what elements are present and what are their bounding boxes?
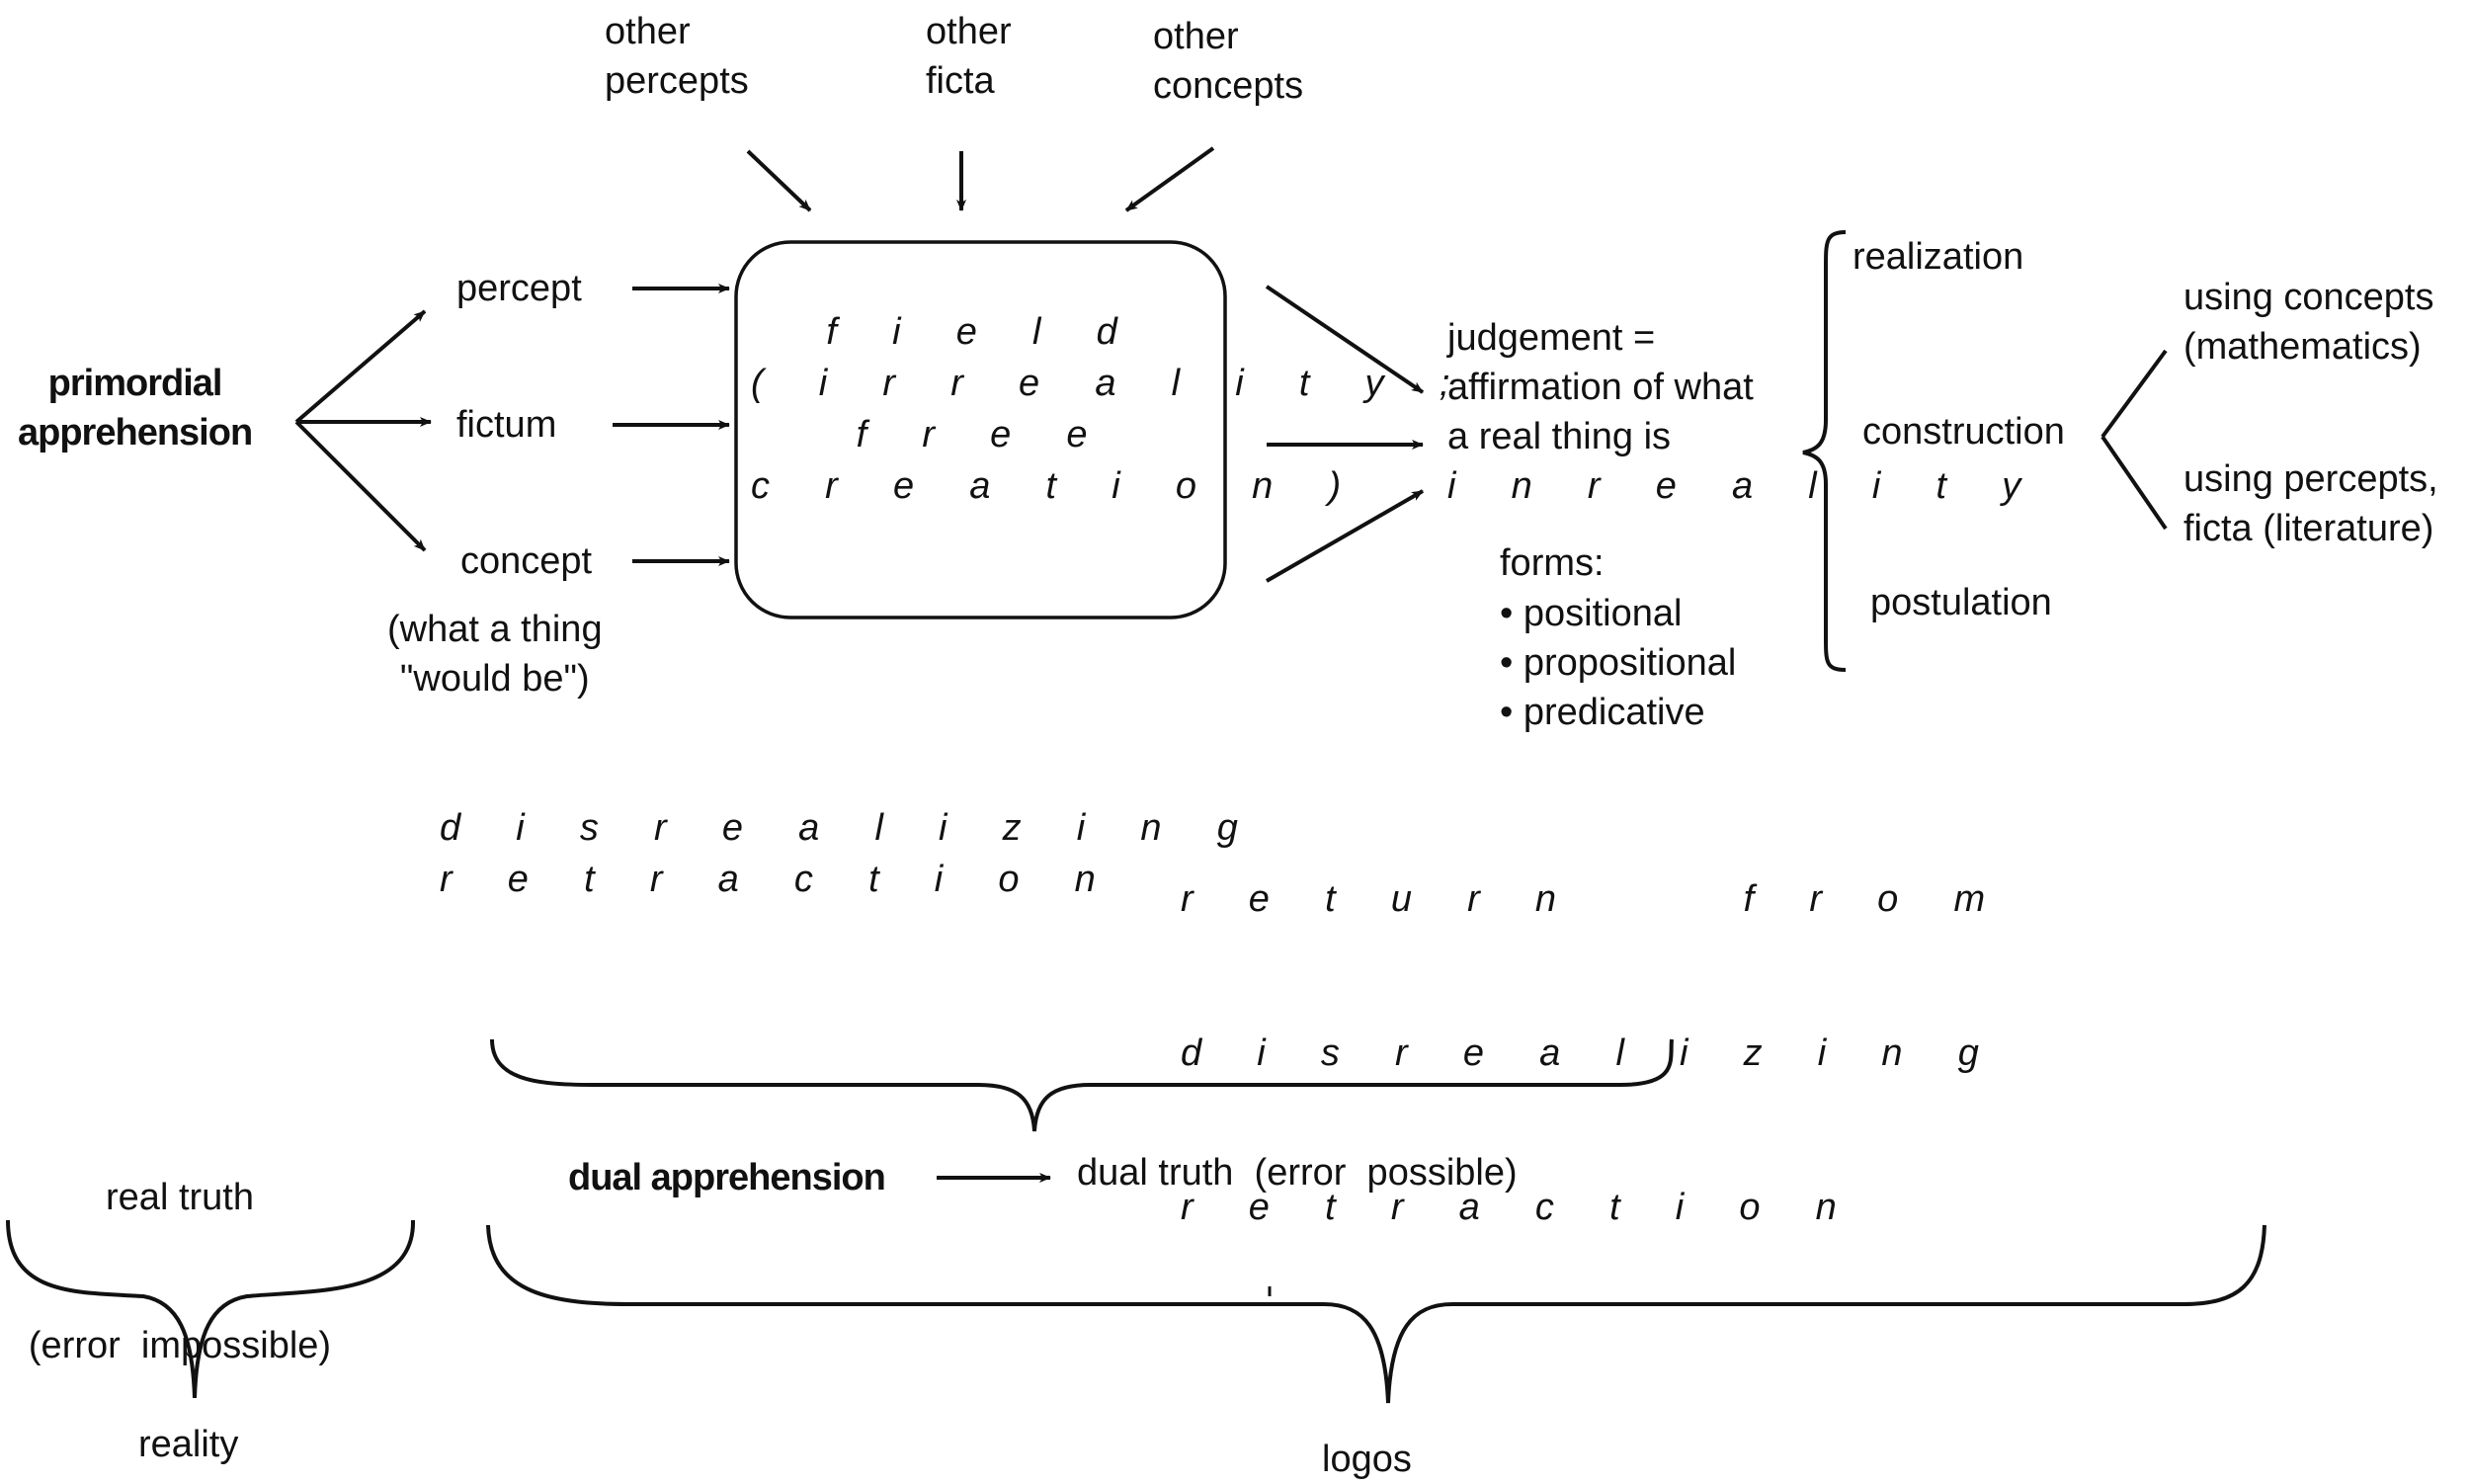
fork-to-percepts: [2100, 435, 2168, 531]
postulation-label: postulation: [1870, 582, 2052, 623]
other-concepts-label: other concepts: [1153, 12, 1303, 111]
other-ficta-line-2: ficta: [926, 60, 995, 102]
construction-concepts-branch: using concepts (mathematics): [2183, 273, 2434, 371]
concept-note: (what a thing "would be"): [387, 605, 603, 703]
concept-note-line-1: (what a thing: [387, 609, 603, 650]
forms-list: • positional • propositional • predicati…: [1500, 589, 1736, 737]
logos-brace: [486, 1224, 2266, 1404]
dual-truth-label: dual truth (error possible): [1077, 1152, 1518, 1194]
real-truth-line-1: real truth: [106, 1177, 254, 1218]
outcomes-brace: [1802, 230, 1847, 672]
arrow-to-concept: [294, 420, 427, 552]
real-truth-line-2: (error impossible): [28, 1325, 332, 1366]
real-truth-label: real truth (error impossible): [12, 1074, 348, 1420]
disrealizing-retraction-label: d i s r e a l i z i n g r e t r a c t i …: [440, 802, 1261, 905]
arrow-to-percept: [294, 309, 427, 424]
judgement-line-3: a real thing is: [1447, 416, 1672, 457]
construction-label: construction: [1862, 411, 2065, 453]
forms-heading: forms:: [1500, 542, 1605, 584]
other-concepts-line-2: concepts: [1153, 65, 1304, 107]
primordial-line-1: primordial: [47, 363, 223, 404]
dual-apprehension-label: dual apprehension: [568, 1157, 886, 1198]
construction-percepts-branch: using percepts, ficta (literature): [2183, 454, 2438, 553]
reality-label: reality: [138, 1424, 239, 1465]
other-concepts-line-1: other: [1153, 16, 1239, 57]
concept-label: concept: [460, 540, 593, 582]
return-line-3: r e t r a c t i o n: [1181, 1187, 1859, 1228]
field-box: [734, 240, 1227, 619]
concepts-branch-line-2: (mathematics): [2183, 326, 2422, 368]
concepts-branch-line-1: using concepts: [2183, 277, 2434, 318]
judgement-line-2: affirmation of what: [1447, 367, 1754, 408]
reality-brace: [6, 1219, 416, 1399]
disrealizing-line-2: r e t r a c t i o n: [440, 859, 1118, 900]
primordial-line-2: apprehension: [18, 412, 253, 453]
forms-item-predicative: • predicative: [1500, 692, 1705, 733]
concept-note-line-2: "would be"): [399, 658, 590, 700]
judgement-line-1: judgement =: [1447, 317, 1656, 359]
fictum-label: fictum: [456, 404, 557, 446]
primordial-apprehension-label: primordial apprehension: [18, 359, 253, 457]
disrealizing-line-1: d i s r e a l i z i n g: [440, 807, 1261, 849]
percept-label: percept: [456, 268, 582, 309]
other-percepts-line-2: percepts: [605, 60, 749, 102]
field-line-3: f r e e: [856, 414, 1111, 455]
field-line-2: ( i r r e a l i t y ;: [751, 363, 1473, 404]
arrow-other-percepts: [746, 149, 812, 212]
field-line-1: f i e l d: [826, 311, 1140, 353]
other-ficta-line-1: other: [926, 11, 1012, 52]
return-from-retraction-label: r e t u r n f r o m d i s r e a l i z i …: [1181, 771, 2008, 1284]
arrow-other-concepts: [1124, 146, 1215, 212]
return-line-1: r e t u r n f r o m: [1181, 878, 2008, 920]
logos-label: logos: [1322, 1439, 1412, 1480]
other-percepts-label: other percepts: [605, 7, 749, 106]
percepts-branch-line-2: ficta (literature): [2183, 508, 2434, 549]
forms-item-positional: • positional: [1500, 593, 1683, 634]
other-percepts-line-1: other: [605, 11, 691, 52]
judgement-text: judgement = affirmation of what a real t…: [1447, 313, 2043, 511]
forms-item-propositional: • propositional: [1500, 642, 1737, 684]
arrow-field-to-judgement-lower: [1266, 489, 1424, 583]
arrow-field-to-judgement-upper: [1265, 285, 1425, 394]
percepts-branch-line-1: using percepts,: [2183, 458, 2438, 500]
upper-brace: [490, 1038, 1674, 1132]
other-ficta-label: other ficta: [926, 7, 1012, 106]
fork-to-concepts: [2100, 349, 2168, 439]
realization-label: realization: [1852, 236, 2024, 278]
field-line-4: c r e a t i o n ): [751, 465, 1363, 507]
field-text: f i e l d ( i r r e a l i t y ; f r e e …: [751, 306, 1473, 512]
return-line-2: d i s r e a l i z i n g: [1181, 1032, 2002, 1074]
judgement-line-4: i n r e a l i t y: [1447, 465, 2044, 507]
